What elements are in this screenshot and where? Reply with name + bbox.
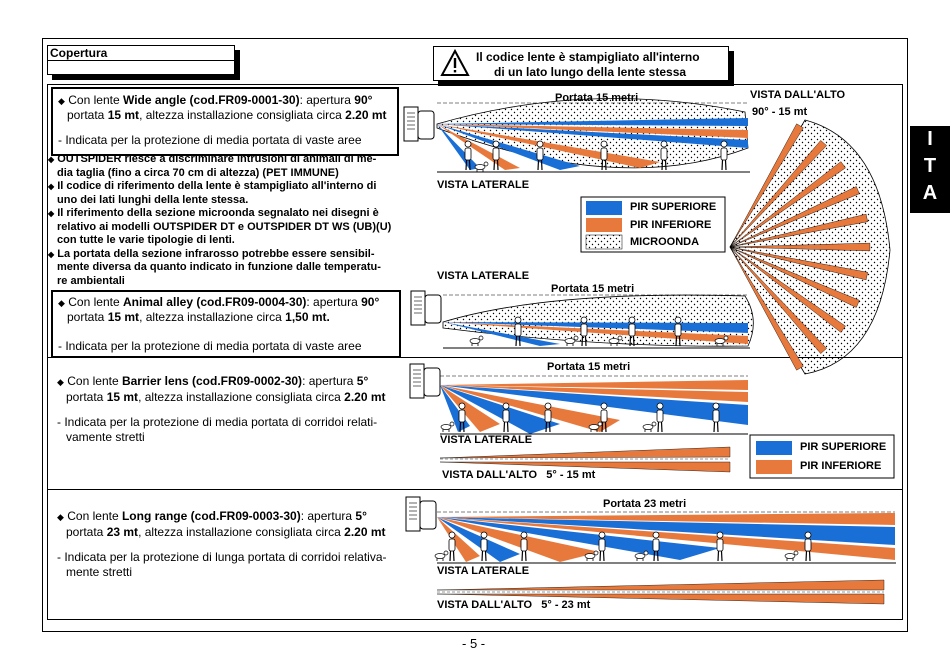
bullet-icon: ◆ xyxy=(48,249,55,259)
bullet-icon: ◆ xyxy=(57,377,64,387)
fan-ray xyxy=(729,246,868,281)
legend1-upper: PIR SUPERIORE xyxy=(630,201,717,213)
fan-ray xyxy=(729,186,860,248)
barrier-top-view xyxy=(439,446,731,473)
d3-range-label: Portata 15 metri xyxy=(547,361,631,373)
section-title-box: Copertura xyxy=(47,45,235,75)
legend-upper-lower xyxy=(749,434,895,479)
fan-ray xyxy=(729,242,871,252)
page-number: - 5 - xyxy=(462,636,486,651)
legend-upper-lower-microwave xyxy=(580,196,726,253)
d4-top-label: VISTA DALL'ALTO 5° - 23 mt xyxy=(437,599,591,611)
lens-use: - Indicata per la protezione di media po… xyxy=(57,415,378,429)
lens-animal-alley-box: ◆ Con lente Animal alley (cod.FR09-0004-… xyxy=(51,290,401,358)
note-line-2: di un lato lungo della lente stessa xyxy=(494,65,687,79)
section-title: Copertura xyxy=(50,46,108,60)
long-range-top-view xyxy=(436,579,885,605)
legend1-lower: PIR INFERIORE xyxy=(630,219,712,231)
bullet-icon: ◆ xyxy=(48,209,55,218)
d1-top-label: VISTA DALL'ALTO xyxy=(750,89,846,101)
d1-side-label: VISTA LATERALE xyxy=(437,179,530,191)
legend1-microwave: MICROONDA xyxy=(630,236,700,248)
lens-name: Barrier lens xyxy=(121,374,189,388)
barrier-side-view xyxy=(409,363,748,435)
lens-code: (cod.FR09-0004-30) xyxy=(196,295,307,309)
d1-range-label: Portata 15 metri xyxy=(555,92,639,104)
lens-long-range-text: ◆ Con lente Long range (cod.FR09-0003-30… xyxy=(52,509,397,580)
bullet-icon: ◆ xyxy=(48,182,55,191)
warning-icon xyxy=(440,48,470,76)
d4-range-label: Portata 23 metri xyxy=(603,498,687,510)
fan-ray xyxy=(729,246,827,354)
section-box-4 xyxy=(47,489,903,620)
fan-ray xyxy=(729,246,804,371)
lens-code-note: Il codice lente è stampigliato all'inter… xyxy=(433,46,729,81)
lens-name: Animal alley xyxy=(122,295,193,309)
lens-code: (cod.FR09-0002-30) xyxy=(192,374,303,388)
d2-range-label: Portata 15 metri xyxy=(551,283,635,295)
lens-use: - Indicata per la protezione di media po… xyxy=(58,339,362,353)
fan-ray xyxy=(729,161,846,248)
d3-top-label: VISTA DALL'ALTO 5° - 15 mt xyxy=(442,469,596,481)
lens-wide-angle-box: ◆ Con lente Wide angle (cod.FR09-0001-30… xyxy=(51,87,399,156)
lens-name: Wide angle xyxy=(122,93,187,107)
notes-block: ◆ OUTSPIDER riesce a discriminare intrus… xyxy=(48,153,392,287)
lens-use: - Indicata per la protezione di lunga po… xyxy=(57,550,387,564)
tab-letter-i: I xyxy=(927,128,933,150)
d2-side-label: VISTA LATERALE xyxy=(437,270,530,282)
fan-ray xyxy=(729,246,846,333)
long-range-side-view xyxy=(405,496,896,564)
section-box-1 xyxy=(47,84,903,358)
bullet-icon: ◆ xyxy=(58,96,65,106)
legend2-lower: PIR INFERIORE xyxy=(800,460,882,472)
tab-letter-t: T xyxy=(923,155,937,177)
d1-top-spec: 90° - 15 mt xyxy=(752,106,808,118)
bullet-icon: ◆ xyxy=(57,512,64,522)
bullet-icon: ◆ xyxy=(48,155,55,164)
lens-code: (cod.FR09-0001-30) xyxy=(189,93,300,107)
language-tab: I T A xyxy=(910,126,950,213)
lens-code: (cod.FR09-0003-30) xyxy=(190,509,301,523)
animal-alley-side-view xyxy=(410,290,754,349)
page-frame xyxy=(42,38,908,632)
lens-barrier-text: ◆ Con lente Barrier lens (cod.FR09-0002-… xyxy=(52,374,397,445)
d4-side-label: VISTA LATERALE xyxy=(437,565,530,577)
fan-ray xyxy=(729,246,860,308)
d3-side-label: VISTA LATERALE xyxy=(440,434,533,446)
fan-ray xyxy=(729,213,868,248)
wide-angle-side-view xyxy=(403,98,750,173)
tab-letter-a: A xyxy=(922,182,938,204)
lens-use: - Indicata per la protezione di media po… xyxy=(58,133,362,147)
fan-ray xyxy=(729,123,804,248)
note-line-1: Il codice lente è stampigliato all'inter… xyxy=(476,50,700,64)
legend2-upper: PIR SUPERIORE xyxy=(800,441,887,453)
bullet-icon: ◆ xyxy=(58,298,65,308)
wide-angle-top-view xyxy=(729,119,891,375)
section-box-3 xyxy=(47,356,903,490)
fan-ray xyxy=(729,140,827,248)
lens-name: Long range xyxy=(121,509,188,523)
